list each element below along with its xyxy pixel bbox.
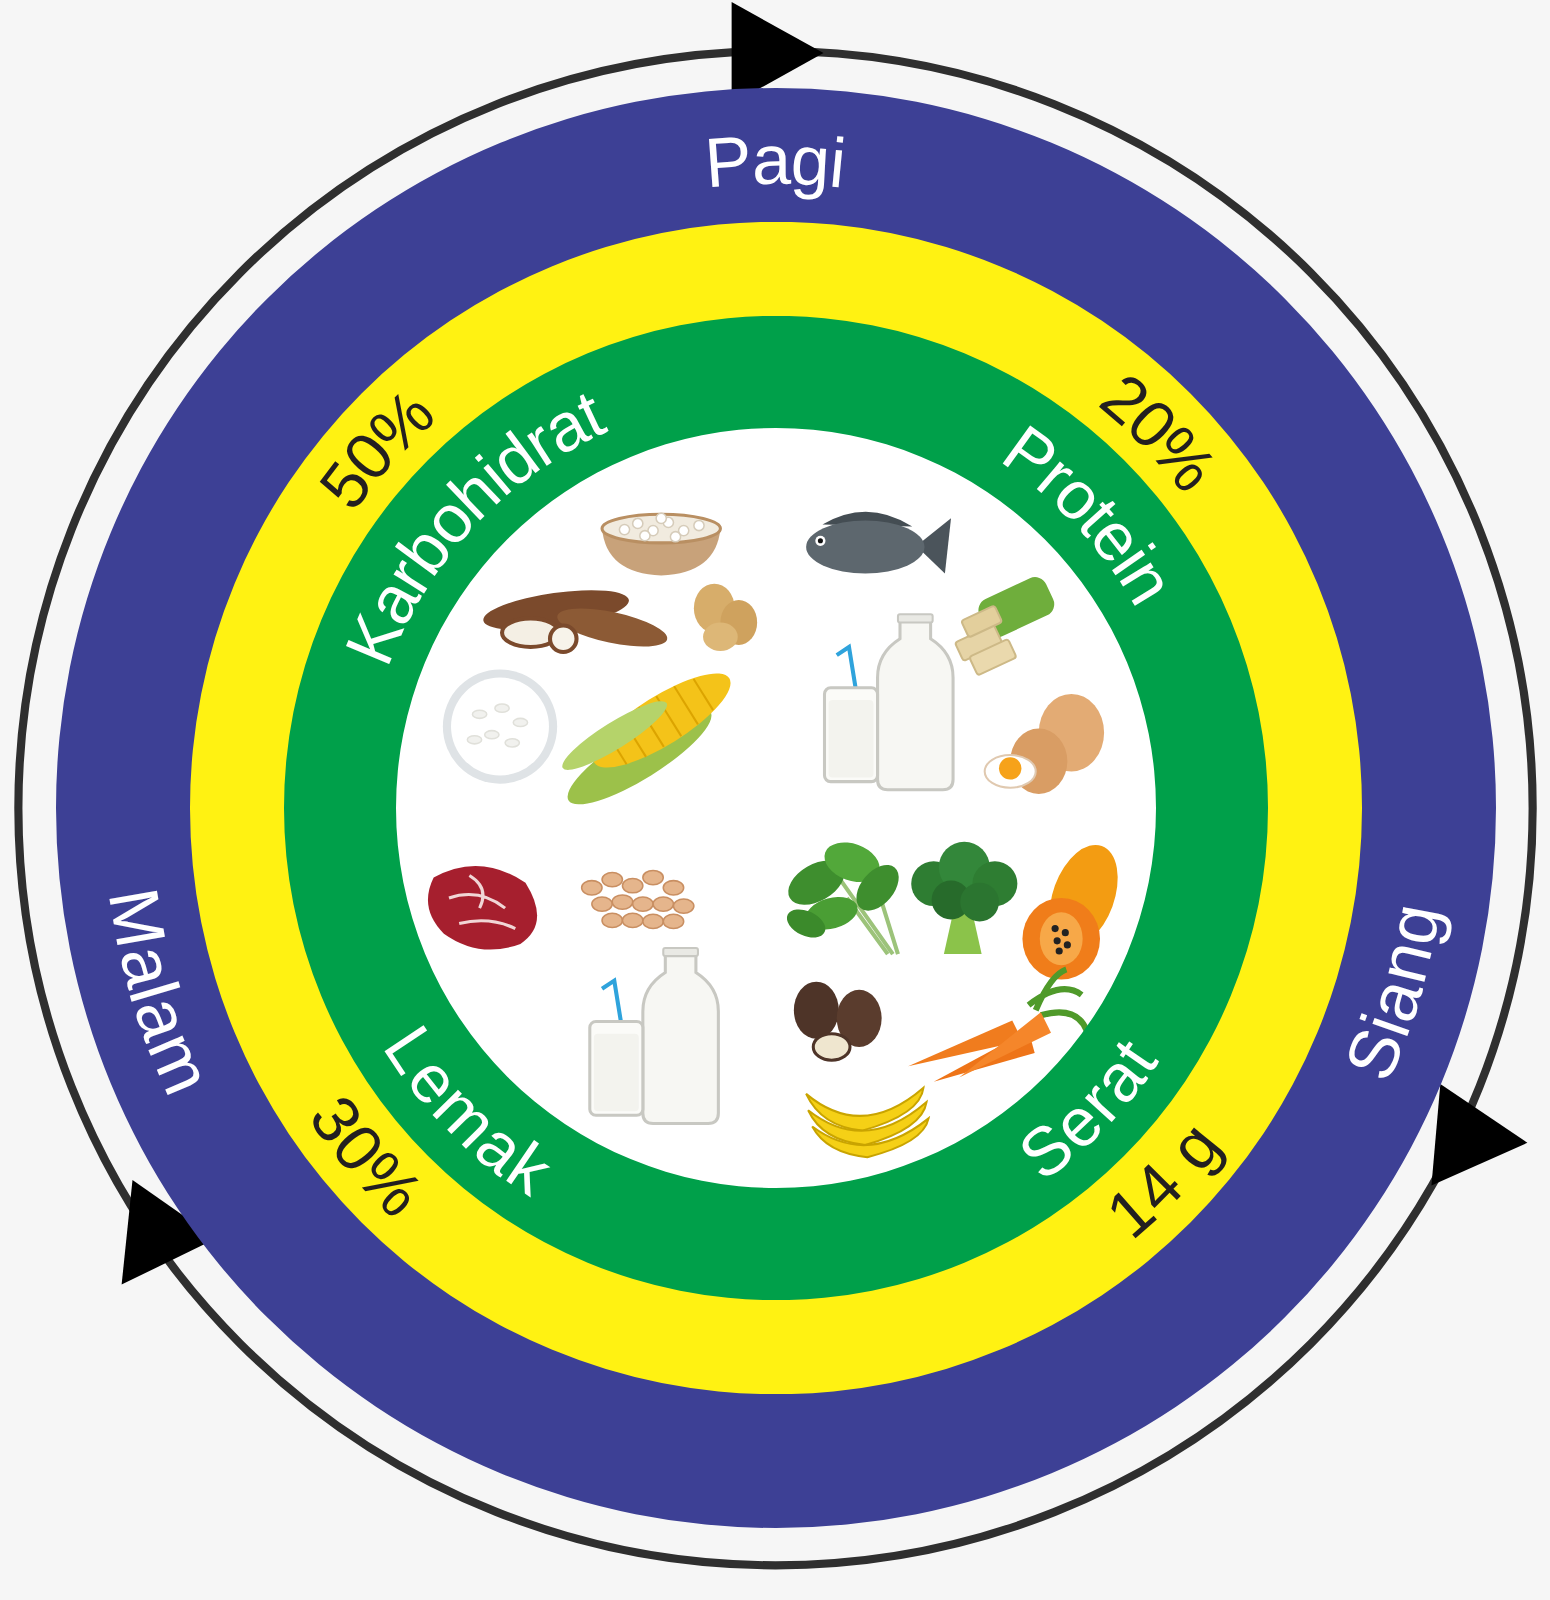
salak xyxy=(794,982,882,1061)
band-fill xyxy=(56,88,1496,1528)
letter: a xyxy=(752,125,791,195)
papaya xyxy=(1022,836,1130,980)
corn xyxy=(694,679,713,710)
corn xyxy=(674,686,698,724)
papaya xyxy=(1052,925,1059,932)
nutrient-label: Serat xyxy=(995,1004,1186,1201)
corn xyxy=(545,657,751,820)
meal-time-label: Malam xyxy=(84,866,232,1116)
peanuts xyxy=(673,899,693,913)
letter: g xyxy=(1157,1111,1231,1181)
peanuts xyxy=(633,897,653,911)
tempeh xyxy=(969,639,1016,676)
sago-bowl xyxy=(619,524,629,534)
meat xyxy=(428,866,537,950)
bananas xyxy=(806,1088,928,1157)
eggs xyxy=(985,694,1104,794)
bananas xyxy=(812,1118,928,1157)
leafy-greens xyxy=(781,835,907,954)
rice-bowl xyxy=(443,669,557,783)
rice-bowl xyxy=(495,704,509,712)
cassava xyxy=(481,583,670,654)
papaya xyxy=(1054,937,1061,944)
peanuts xyxy=(612,895,632,909)
peanuts xyxy=(663,881,683,895)
fish xyxy=(806,520,924,573)
leafy-greens xyxy=(782,904,829,943)
peanuts xyxy=(582,881,602,895)
salak xyxy=(813,1034,850,1061)
peanuts xyxy=(592,897,612,911)
peanuts xyxy=(653,897,673,911)
corn xyxy=(581,658,742,784)
peanuts xyxy=(622,913,642,927)
potatoes xyxy=(694,584,757,651)
papaya xyxy=(1056,947,1063,954)
meat xyxy=(449,876,515,929)
fish xyxy=(815,536,825,546)
peanuts xyxy=(582,870,694,928)
fish xyxy=(818,538,823,543)
carrots xyxy=(959,1012,1051,1077)
peanuts xyxy=(622,879,642,893)
rice-bowl xyxy=(513,718,527,726)
meal-time-label: Pagi xyxy=(676,108,890,216)
rice-bowl xyxy=(467,736,481,744)
sago-bowl xyxy=(619,513,704,542)
broccoli xyxy=(960,883,999,922)
milk-bottle xyxy=(824,614,953,790)
cycle-arrowheads xyxy=(1431,1084,1531,1194)
cassava xyxy=(550,626,577,653)
rice-bowl xyxy=(467,704,527,747)
band-fill xyxy=(284,316,1268,1300)
portion-band: 50%20%30%14 gKarbohidratProteinLemakSera… xyxy=(190,222,1362,1394)
fish xyxy=(806,512,951,574)
peanuts xyxy=(643,914,663,928)
peanuts xyxy=(663,914,683,928)
papaya xyxy=(1052,925,1071,955)
eggs xyxy=(985,755,1036,788)
nutrient-label: Protein xyxy=(980,403,1199,632)
peanuts xyxy=(643,870,663,884)
tempeh xyxy=(955,573,1058,675)
sago-bowl xyxy=(694,520,704,530)
sago-bowl xyxy=(602,513,720,575)
letter: P xyxy=(703,125,755,198)
sago-bowl xyxy=(640,531,650,541)
eggs xyxy=(999,757,1021,779)
milk-bottle xyxy=(590,948,719,1124)
papaya xyxy=(1040,912,1083,965)
nutrient-label: Lemak xyxy=(361,998,580,1219)
papaya xyxy=(1022,898,1100,980)
rice-bowl xyxy=(472,710,486,718)
broccoli xyxy=(911,842,1017,954)
sago-bowl xyxy=(670,532,680,542)
rice-bowl xyxy=(505,739,519,747)
meal-time-band: PagiSiangMalam50%20%30%14 gKarbohidratPr… xyxy=(56,88,1496,1528)
band-fill xyxy=(190,222,1362,1394)
band-ring xyxy=(284,316,1268,1300)
meal-time-label: Siang xyxy=(1322,871,1465,1107)
tempeh xyxy=(961,605,1002,637)
sago-bowl xyxy=(633,518,643,528)
rice-bowl xyxy=(485,731,499,739)
peanuts xyxy=(602,872,622,886)
corn xyxy=(556,692,674,779)
papaya xyxy=(1062,929,1069,936)
peanuts xyxy=(602,913,622,927)
nutrient-band: Karbohidrat ProteinLemak Serat xyxy=(284,316,1268,1300)
meat xyxy=(428,866,537,950)
salak xyxy=(794,982,839,1039)
rice-bowl xyxy=(451,678,549,776)
cycle-ring xyxy=(18,51,1532,1565)
nutrient-label: Karbohidrat xyxy=(323,362,642,689)
potatoes xyxy=(703,622,738,651)
papaya xyxy=(1064,941,1071,948)
letter: g xyxy=(789,125,832,197)
sago-bowl xyxy=(656,513,666,523)
rice-bowl xyxy=(443,669,557,783)
